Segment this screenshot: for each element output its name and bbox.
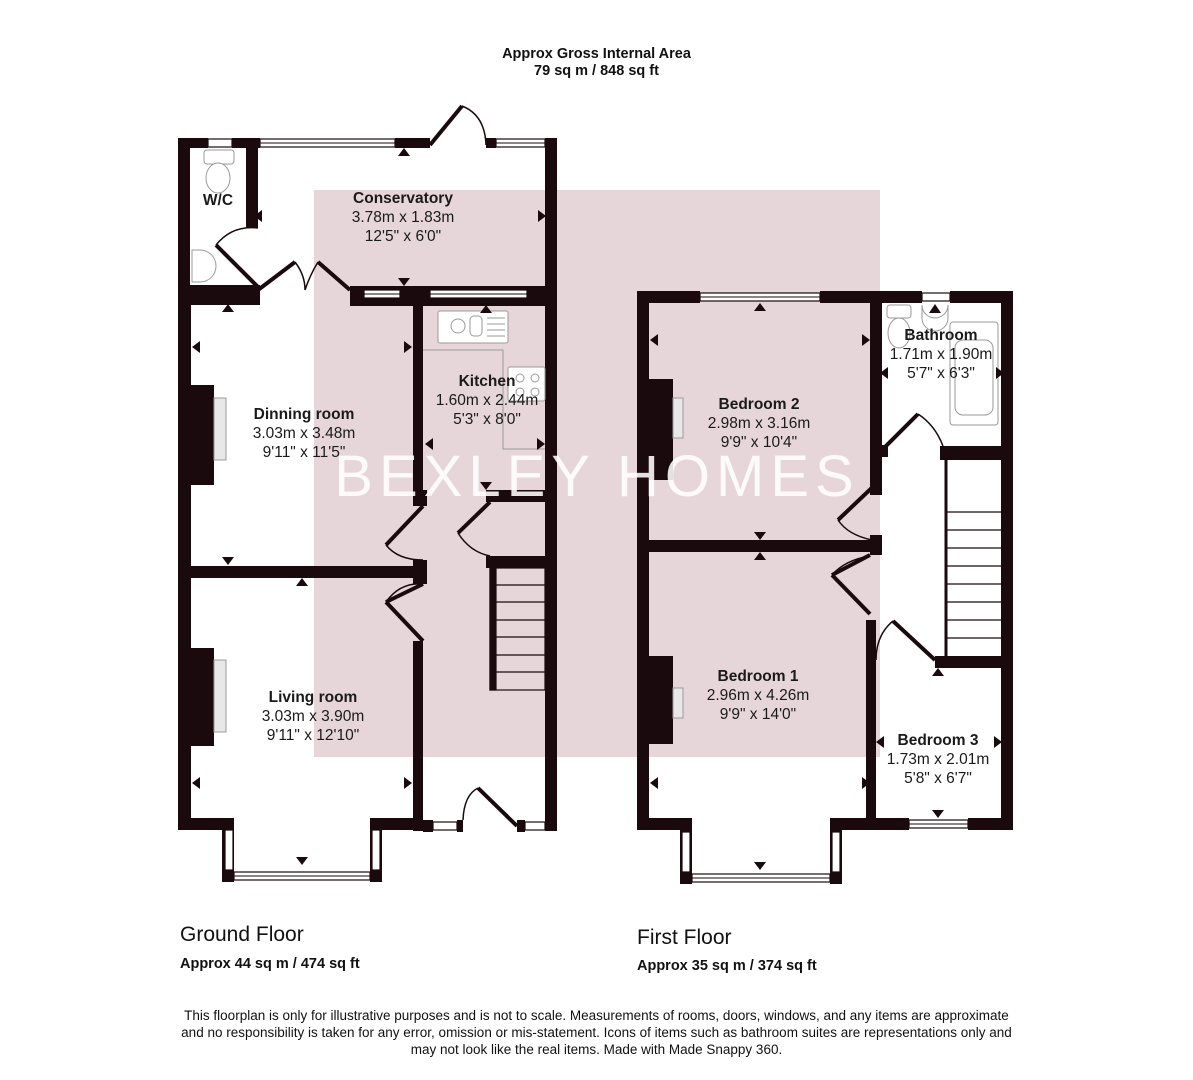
disclaimer: This floorplan is only for illustrative … bbox=[130, 1007, 1063, 1058]
room-imperial: 9'9" x 14'0" bbox=[719, 706, 797, 723]
room-metric: 3.03m x 3.90m bbox=[261, 708, 365, 725]
room-metric: 1.71m x 1.90m bbox=[889, 346, 993, 363]
disclaimer-line-1: This floorplan is only for illustrative … bbox=[184, 1008, 1009, 1023]
room-name: Bedroom 3 bbox=[897, 732, 979, 749]
room-imperial: 5'8" x 6'7" bbox=[904, 770, 972, 787]
room-name: Bathroom bbox=[904, 327, 978, 344]
gross-area-value: 79 sq m / 848 sq ft bbox=[534, 63, 659, 79]
ground-floor-title: Ground Floor bbox=[180, 923, 304, 946]
first-floor-stairs bbox=[944, 460, 1001, 656]
room-name: Living room bbox=[268, 689, 358, 706]
room-dinning: Dinning room 3.03m x 3.48m 9'11" x 11'5" bbox=[253, 405, 356, 462]
room-imperial: 5'7" x 6'3" bbox=[907, 365, 975, 382]
room-conservatory: Conservatory 3.78m x 1.83m 12'5" x 6'0" bbox=[352, 189, 455, 246]
first-floor-title: First Floor bbox=[637, 926, 732, 949]
measurement-arrows bbox=[192, 148, 1004, 870]
room-name: Kitchen bbox=[458, 373, 516, 390]
first-floor-doors bbox=[830, 412, 944, 662]
room-metric: 1.73m x 2.01m bbox=[886, 751, 990, 768]
room-metric: 2.96m x 4.26m bbox=[706, 687, 810, 704]
ground-floor-walls bbox=[178, 138, 557, 882]
ground-floor-stairs bbox=[489, 567, 546, 691]
room-imperial: 9'9" x 10'4" bbox=[720, 434, 798, 451]
room-imperial: 5'3" x 8'0" bbox=[453, 411, 521, 428]
room-metric: 2.98m x 3.16m bbox=[707, 415, 811, 432]
first-floor-area: Approx 35 sq m / 374 sq ft bbox=[637, 958, 817, 974]
room-bedroom-3: Bedroom 3 1.73m x 2.01m 5'8" x 6'7" bbox=[887, 731, 990, 788]
first-floor-fixtures bbox=[672, 304, 999, 719]
disclaimer-line-2: and no responsibility is taken for any e… bbox=[181, 1025, 1012, 1040]
room-living: Living room 3.03m x 3.90m 9'11" x 12'10" bbox=[262, 688, 365, 745]
room-wc: W/C bbox=[203, 191, 233, 210]
room-imperial: 12'5" x 6'0" bbox=[364, 228, 442, 245]
room-bedroom-2: Bedroom 2 2.98m x 3.16m 9'9" x 10'4" bbox=[708, 395, 811, 452]
room-imperial: 9'11" x 11'5" bbox=[262, 444, 346, 461]
first-floor-walls bbox=[637, 291, 1013, 884]
gross-area-heading: Approx Gross Internal Area bbox=[502, 46, 691, 62]
ground-floor-doors bbox=[214, 104, 519, 828]
ground-floor-fixtures bbox=[191, 149, 546, 733]
room-name: Bedroom 1 bbox=[717, 668, 799, 685]
window-glazing-lines bbox=[234, 142, 545, 877]
room-metric: 3.78m x 1.83m bbox=[351, 209, 455, 226]
watermark-overlay bbox=[314, 190, 880, 757]
room-imperial: 9'11" x 12'10" bbox=[266, 727, 360, 744]
room-bedroom-1: Bedroom 1 2.96m x 4.26m 9'9" x 14'0" bbox=[707, 667, 810, 724]
first-floor-glazing bbox=[692, 296, 968, 879]
room-name: Dinning room bbox=[253, 406, 355, 423]
room-metric: 3.03m x 3.48m bbox=[252, 425, 356, 442]
ground-floor-area: Approx 44 sq m / 474 sq ft bbox=[180, 956, 360, 972]
room-kitchen: Kitchen 1.60m x 2.44m 5'3" x 8'0" bbox=[436, 372, 539, 429]
room-name: Bedroom 2 bbox=[718, 396, 800, 413]
gross-area-title: Approx Gross Internal Area 79 sq m / 848… bbox=[0, 46, 1193, 80]
room-metric: 1.60m x 2.44m bbox=[435, 392, 539, 409]
room-name: W/C bbox=[202, 192, 234, 209]
room-bathroom: Bathroom 1.71m x 1.90m 5'7" x 6'3" bbox=[890, 326, 993, 383]
disclaimer-line-3: may not look like the real items. Made w… bbox=[410, 1042, 783, 1057]
room-name: Conservatory bbox=[353, 190, 453, 207]
